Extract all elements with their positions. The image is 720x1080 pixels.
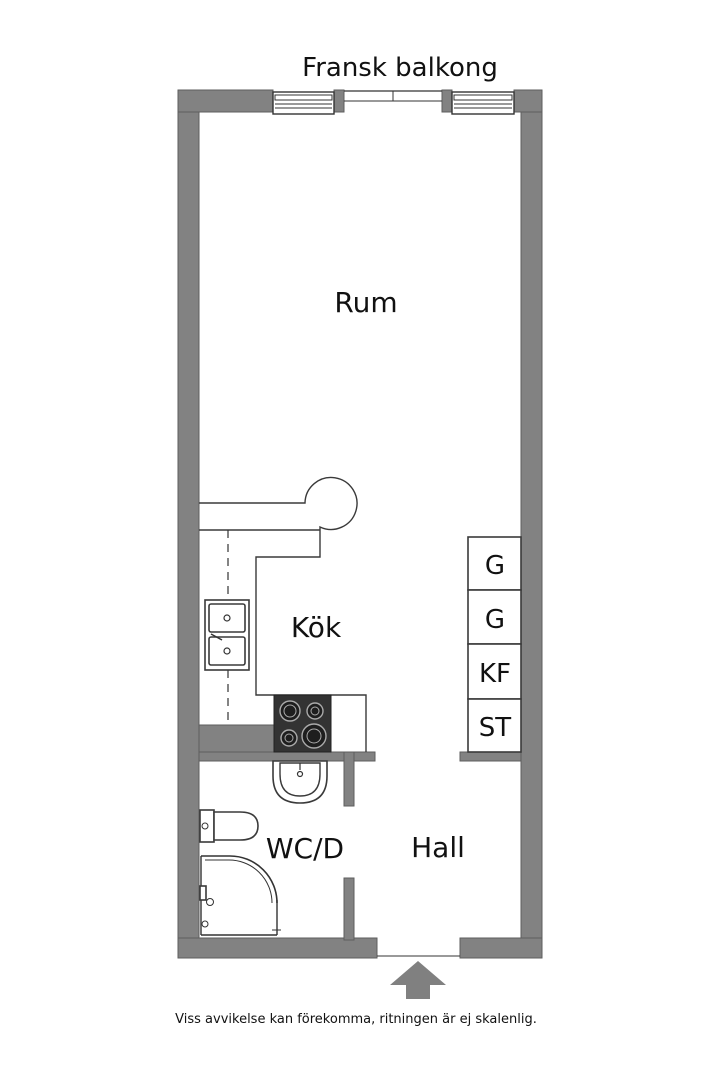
shower-icon <box>199 855 281 936</box>
window-right <box>451 91 515 115</box>
closet-label: G <box>485 551 505 581</box>
wall-top-right <box>513 89 543 113</box>
wall-bottom-left <box>177 937 378 959</box>
outer-walls <box>177 89 543 959</box>
label-bathroom: WC/D <box>266 832 344 865</box>
entrance-arrow-icon <box>390 961 446 999</box>
closet-label: KF <box>479 659 511 689</box>
wall-bottom-right <box>459 937 543 959</box>
french-balcony-door <box>344 90 442 102</box>
inner-walls <box>198 724 522 941</box>
hob-icon <box>273 694 332 753</box>
label-hall: Hall <box>411 831 465 864</box>
closet-box <box>467 643 522 700</box>
wall-right <box>520 89 543 959</box>
wall-bath-door-stub <box>343 751 355 807</box>
label-room: Rum <box>334 286 397 319</box>
wall-top-middle-right <box>441 89 453 113</box>
closet-box <box>467 536 522 591</box>
wall-closet-bottom <box>459 751 522 762</box>
closets: G G KF ST <box>467 536 522 753</box>
label-balcony: Fransk balkong <box>302 53 498 83</box>
wall-left <box>177 89 200 959</box>
room-divider <box>199 476 367 752</box>
disclaimer: Viss avvikelse kan förekomma, ritningen … <box>175 1012 537 1027</box>
wall-top-middle <box>333 89 345 113</box>
closet-label: ST <box>479 713 512 743</box>
closet-box <box>467 698 522 753</box>
kitchen-sink-icon <box>204 599 250 671</box>
toilet-icon <box>199 809 259 843</box>
label-kitchen: Kök <box>291 611 342 644</box>
closet-box <box>467 589 522 645</box>
closet-label: G <box>485 605 505 635</box>
wall-bath-lower-stub <box>343 877 355 941</box>
washbasin-icon <box>272 760 328 804</box>
window-left <box>272 91 335 115</box>
wall-top-left <box>177 89 274 113</box>
